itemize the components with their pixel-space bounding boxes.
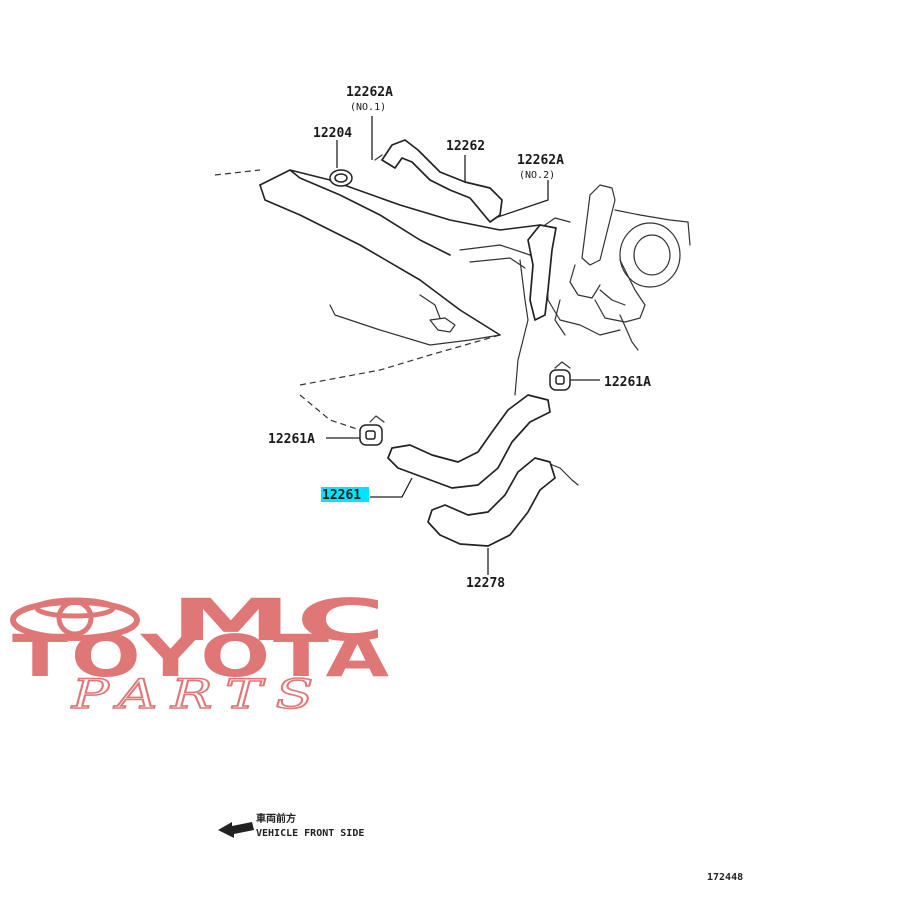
front-indicator: 車両前方 VEHICLE FRONT SIDE [218, 812, 364, 839]
callout-12262a-no1-part: 12262A [346, 85, 393, 100]
watermark-line3: PARTS [71, 672, 327, 718]
throttle-hose [527, 224, 557, 321]
hose-12278[interactable] [427, 457, 556, 547]
callout-12261-highlight [321, 487, 369, 502]
callout-12262a-no1: 12262A (NO.1) [346, 85, 393, 113]
watermark-line2: TOYOTA [12, 622, 392, 690]
callout-12204: 12204 [313, 126, 352, 141]
front-indicator-en: VEHICLE FRONT SIDE [256, 828, 364, 839]
clamp-12261a-right[interactable] [549, 361, 571, 391]
watermark-logo: MC TOYOTA PARTS [10, 586, 392, 719]
callout-12262a-no2-part: 12262A [517, 153, 564, 168]
callout-12262a-no2: 12262A (NO.2) [517, 153, 564, 181]
callout-12262a-no2-note: (NO.2) [519, 170, 555, 181]
hose-12261[interactable] [387, 394, 551, 489]
callout-12262a-no1-note: (NO.1) [350, 102, 386, 113]
callout-12262: 12262 [446, 139, 485, 154]
callout-12278: 12278 [466, 576, 505, 591]
engine-outline [214, 169, 691, 486]
callout-12261a-left: 12261A [268, 432, 315, 447]
callout-12261a-right: 12261A [604, 375, 651, 390]
front-arrow-icon [218, 822, 254, 838]
clip-12204[interactable] [329, 169, 353, 187]
callout-12261-part: 12261 [322, 488, 361, 503]
watermark-line1: MC [170, 586, 390, 654]
callout-12261[interactable]: 12261 [321, 487, 369, 503]
hose-12262[interactable] [374, 139, 503, 223]
toyota-emblem-icon [10, 597, 140, 641]
leader-lines [326, 116, 600, 575]
diagram-code: 172448 [707, 872, 743, 883]
clamp-12261a-left[interactable] [359, 415, 385, 446]
front-indicator-jp: 車両前方 [256, 812, 296, 825]
